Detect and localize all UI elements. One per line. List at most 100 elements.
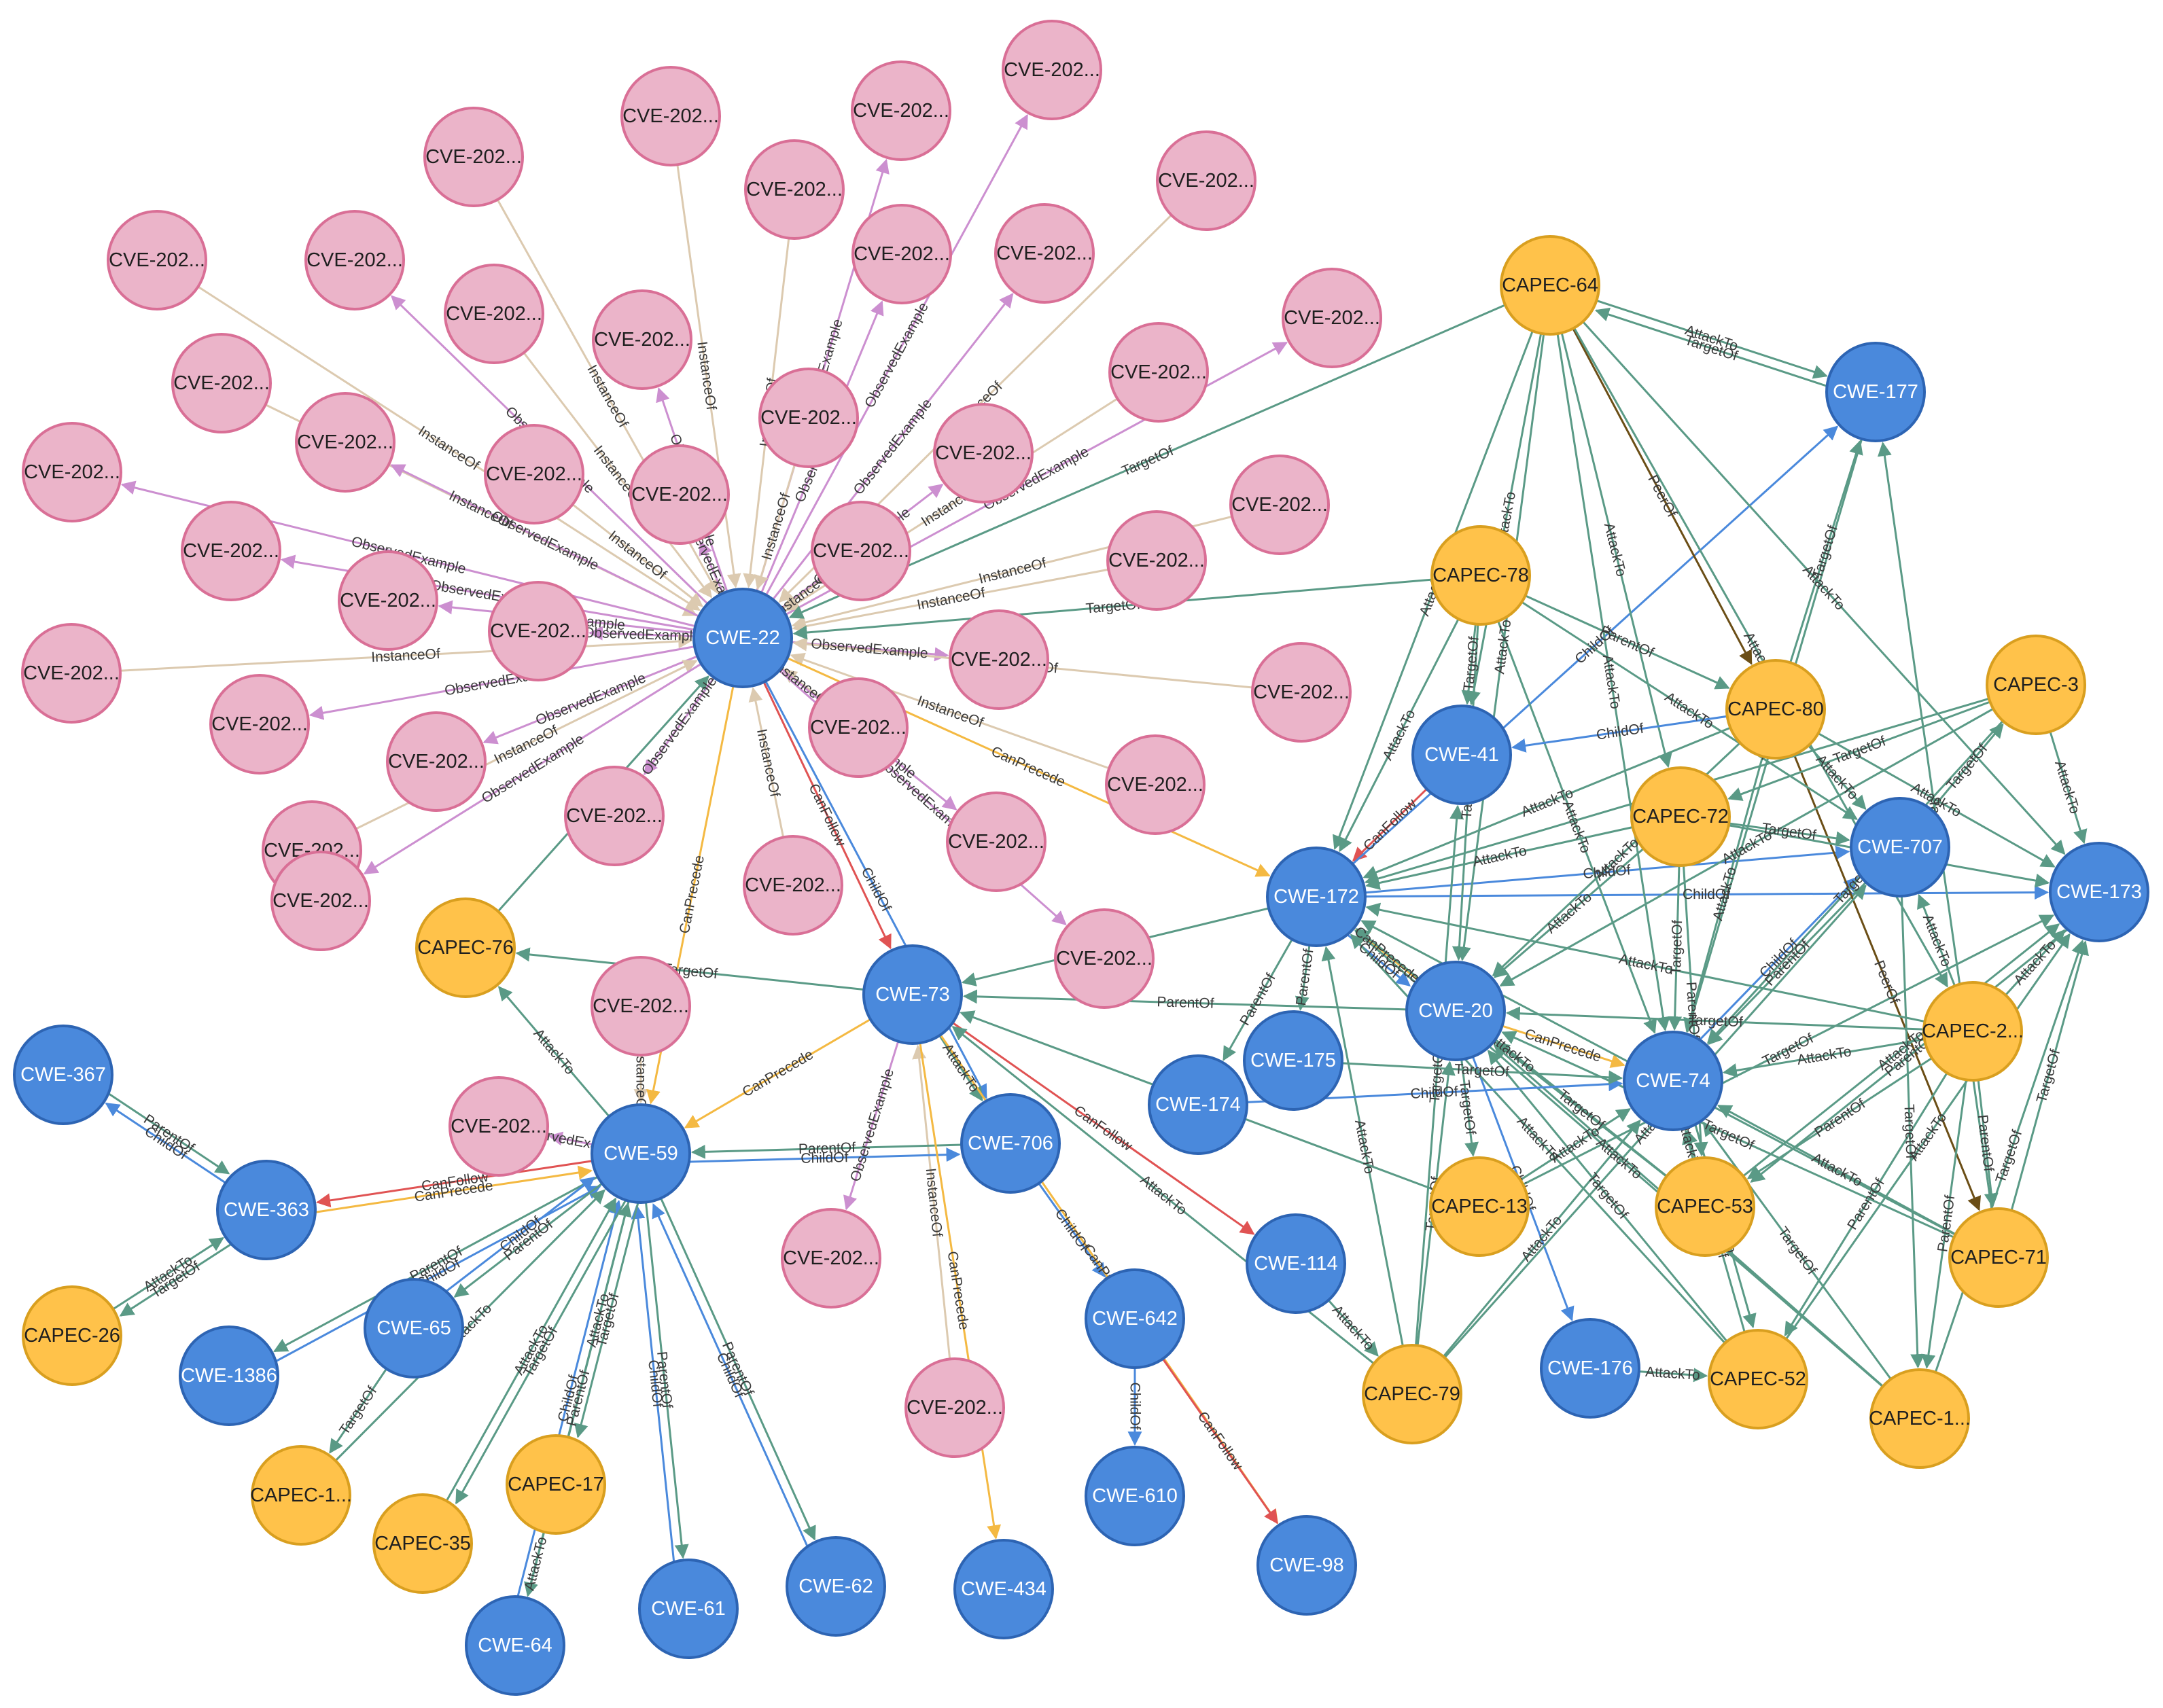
edge-attackto[interactable]: [334, 1189, 605, 1461]
node-cve[interactable]: CVE-202...: [591, 956, 691, 1056]
cve-node-circle[interactable]: [209, 674, 310, 775]
capec-node-circle[interactable]: [22, 1285, 122, 1386]
edge-parentof[interactable]: [1784, 1072, 1948, 1337]
edge-instanceof[interactable]: [748, 687, 785, 838]
node-cve[interactable]: CVE-202...: [270, 851, 371, 951]
edge-targetof[interactable]: [2010, 940, 2089, 1211]
node-cve[interactable]: CVE-202...: [1282, 268, 1382, 368]
edge-childof[interactable]: [1365, 845, 1850, 894]
cve-node-circle[interactable]: [620, 66, 721, 166]
node-cwe[interactable]: CWE-114: [1246, 1213, 1346, 1314]
node-cve[interactable]: CVE-202...: [592, 289, 692, 390]
edge-targetof[interactable]: [1487, 1050, 1728, 1342]
edge-attackto[interactable]: [1365, 902, 1925, 1023]
node-cve[interactable]: CVE-202...: [946, 791, 1047, 892]
cve-node-circle[interactable]: [423, 107, 524, 207]
edge-attackto[interactable]: [1917, 893, 1956, 986]
capec-node-circle[interactable]: [1655, 1156, 1755, 1257]
node-cve[interactable]: CVE-202...: [22, 422, 122, 522]
cve-node-circle[interactable]: [933, 403, 1034, 503]
cve-node-circle[interactable]: [484, 424, 584, 524]
node-cve[interactable]: CVE-202...: [1156, 130, 1256, 231]
edge-canfollow[interactable]: [1161, 1358, 1278, 1525]
edge-observedexample[interactable]: [588, 626, 694, 641]
cve-node-circle[interactable]: [564, 766, 665, 866]
cwe-node-circle[interactable]: [1246, 1213, 1346, 1314]
cve-node-circle[interactable]: [994, 203, 1095, 304]
cwe-node-circle[interactable]: [1256, 1515, 1357, 1616]
node-cve[interactable]: CVE-202...: [851, 60, 951, 161]
edge-observedexample[interactable]: [699, 540, 724, 594]
edge-childof[interactable]: [1700, 876, 1859, 1040]
node-cve[interactable]: CVE-202...: [488, 581, 588, 681]
cve-node-circle[interactable]: [1054, 908, 1155, 1009]
node-cwe[interactable]: CWE-642: [1085, 1268, 1185, 1369]
node-cve[interactable]: CVE-202...: [1106, 510, 1207, 611]
node-cwe[interactable]: CWE-706: [960, 1093, 1061, 1194]
node-cve[interactable]: CVE-202...: [933, 403, 1034, 503]
cwe-node-circle[interactable]: [1405, 961, 1506, 1061]
cve-node-circle[interactable]: [449, 1076, 549, 1177]
edge-attackto[interactable]: [1817, 732, 2056, 868]
edge-attackto[interactable]: [1717, 1104, 1956, 1235]
node-cve[interactable]: CVE-202...: [744, 139, 845, 240]
node-cve[interactable]: CVE-202...: [181, 501, 281, 601]
edge-attackto[interactable]: [1497, 620, 1657, 1034]
edge-childof[interactable]: [652, 1203, 809, 1546]
edge-targetof[interactable]: [119, 1243, 231, 1317]
node-cve[interactable]: CVE-202...: [304, 210, 405, 310]
cve-node-circle[interactable]: [1282, 268, 1382, 368]
node-cwe[interactable]: CWE-59: [591, 1103, 691, 1204]
node-cve[interactable]: CVE-202...: [295, 392, 395, 493]
edge-observedexample[interactable]: [482, 655, 698, 745]
edge-canfollow[interactable]: [952, 1022, 1255, 1235]
cve-node-circle[interactable]: [629, 444, 730, 545]
node-cve[interactable]: CVE-202...: [449, 1076, 549, 1177]
edge-parentof[interactable]: [660, 1198, 816, 1541]
edge-attackto[interactable]: [1556, 333, 1670, 1031]
edge-attackto[interactable]: [497, 986, 610, 1118]
edge-parentof[interactable]: [1750, 929, 2068, 1183]
edge-targetof[interactable]: [1501, 1031, 1955, 1239]
edge-childof[interactable]: [105, 1102, 226, 1184]
node-cve[interactable]: CVE-202...: [107, 210, 207, 310]
edge-parentof[interactable]: [690, 1143, 962, 1159]
node-capec[interactable]: CAPEC-1...: [250, 1445, 352, 1546]
cwe-node-circle[interactable]: [1825, 342, 1926, 442]
node-capec[interactable]: CAPEC-71: [1948, 1207, 2049, 1308]
edge-attackto[interactable]: [1493, 847, 1645, 978]
edge-targetof[interactable]: [1505, 1006, 1924, 1031]
edge-attackto[interactable]: [1519, 1108, 1632, 1181]
edge-instanceof[interactable]: [676, 164, 741, 588]
node-cve[interactable]: CVE-202...: [1229, 455, 1330, 555]
edge-targetof[interactable]: [788, 304, 1506, 619]
node-cve[interactable]: CVE-202...: [811, 501, 911, 601]
cve-node-circle[interactable]: [904, 1357, 1005, 1458]
node-cve[interactable]: CVE-202...: [629, 444, 730, 545]
edge-targetof[interactable]: [574, 1203, 639, 1438]
node-cve[interactable]: CVE-202...: [484, 424, 584, 524]
node-cwe[interactable]: CWE-173: [2049, 842, 2149, 942]
edge-observedexample[interactable]: [548, 1131, 593, 1146]
cve-node-circle[interactable]: [592, 289, 692, 390]
cwe-node-circle[interactable]: [953, 1539, 1054, 1639]
cve-node-circle[interactable]: [171, 333, 272, 433]
node-cwe[interactable]: CWE-65: [364, 1278, 464, 1378]
cwe-node-circle[interactable]: [1243, 1010, 1343, 1111]
edge-targetof[interactable]: [1931, 723, 2004, 811]
node-cwe[interactable]: CWE-73: [862, 944, 963, 1045]
capec-node-circle[interactable]: [415, 897, 516, 998]
edge-peerof[interactable]: [1793, 754, 1981, 1211]
node-capec[interactable]: CAPEC-26: [22, 1285, 122, 1386]
node-capec[interactable]: CAPEC-13: [1429, 1156, 1530, 1257]
edge-targetof[interactable]: [1706, 720, 2004, 1044]
edge-targetof[interactable]: [792, 578, 1432, 640]
cve-node-circle[interactable]: [808, 677, 909, 778]
edge-attackto[interactable]: [1582, 321, 2066, 855]
node-cwe[interactable]: CWE-172: [1266, 847, 1367, 947]
node-capec[interactable]: CAPEC-78: [1430, 525, 1531, 626]
capec-node-circle[interactable]: [1362, 1344, 1462, 1444]
edge-parentof[interactable]: [1524, 594, 1730, 690]
edge-attackto[interactable]: [1321, 946, 1404, 1347]
capec-node-circle[interactable]: [1708, 1329, 1808, 1429]
